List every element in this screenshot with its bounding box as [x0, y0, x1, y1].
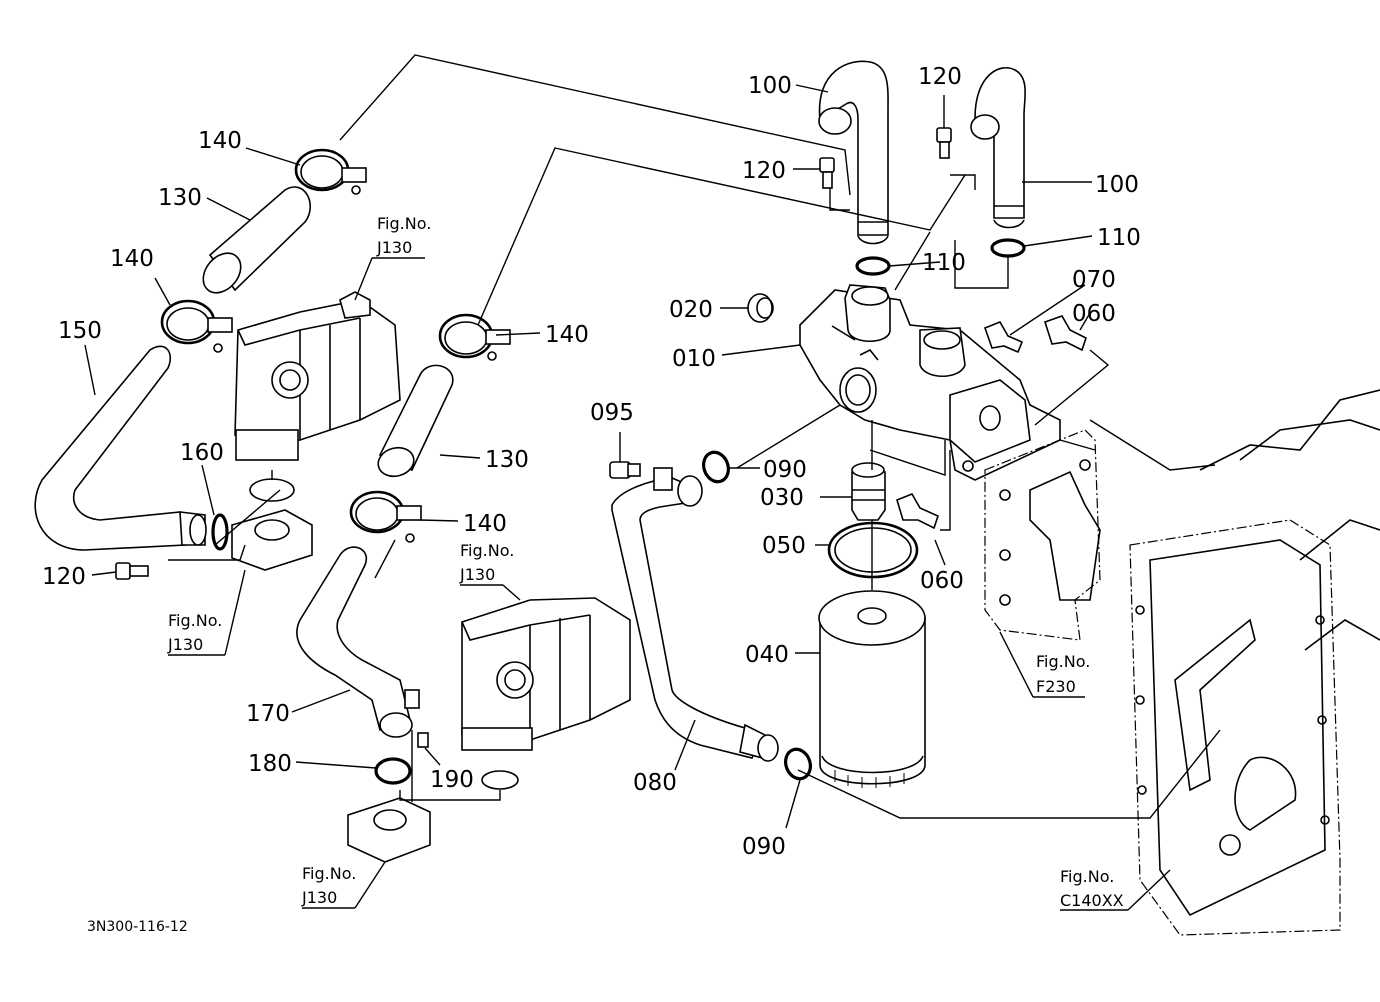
callout-170: 170 [246, 701, 290, 727]
sleeve-020 [747, 293, 774, 323]
callout-180: 180 [248, 751, 292, 777]
gasket-050 [827, 521, 919, 579]
callout-120c: 120 [42, 564, 86, 590]
hydraulic-pump-lower [461, 597, 631, 751]
plug-095 [609, 461, 641, 479]
callout-010: 010 [672, 346, 716, 372]
callout-100b: 100 [1095, 172, 1139, 198]
callout-140c: 140 [545, 322, 589, 348]
callout-120a: 120 [918, 64, 962, 90]
svg-text:Fig.No.: Fig.No. [1036, 652, 1090, 671]
callout-190: 190 [430, 767, 474, 793]
fig-ref-4: Fig.No. J130 [301, 864, 356, 907]
svg-text:Fig.No.: Fig.No. [168, 611, 222, 630]
hydraulic-pump-upper [234, 291, 401, 461]
callout-110a: 110 [922, 250, 966, 276]
nipple-030 [851, 462, 886, 521]
bolt-060-bottom [896, 492, 939, 530]
hose-150 [34, 345, 207, 551]
callout-150: 150 [58, 318, 102, 344]
svg-text:Fig.No.: Fig.No. [302, 864, 356, 883]
callout-100a: 100 [748, 73, 792, 99]
callout-120b: 120 [742, 158, 786, 184]
callout-040: 040 [745, 642, 789, 668]
fig-ref-2: Fig.No. J130 [167, 611, 222, 654]
callout-140b: 140 [110, 246, 154, 272]
o-ring-090-bottom [784, 747, 812, 781]
callout-130a: 130 [158, 185, 202, 211]
bolt-070 [983, 320, 1024, 354]
hose-clamp-140-top [294, 148, 367, 195]
callout-090a: 090 [763, 457, 807, 483]
fig-ref-1: Fig.No. J130 [376, 214, 431, 257]
filter-head-010 [799, 284, 1061, 481]
hose-130-top [202, 186, 311, 294]
o-ring-180 [374, 757, 412, 785]
svg-text:Fig.No.: Fig.No. [460, 541, 514, 560]
plug-190 [417, 732, 429, 748]
o-ring-reference [481, 770, 519, 790]
svg-text:J130: J130 [301, 888, 337, 907]
svg-text:Fig.No.: Fig.No. [1060, 867, 1114, 886]
callout-060b: 060 [920, 568, 964, 594]
fig-ref-6: Fig.No. C140XX [1060, 867, 1124, 910]
flange-upper [231, 509, 313, 571]
callout-090b: 090 [742, 834, 786, 860]
leader-lines [84, 54, 1221, 911]
svg-text:Fig.No.: Fig.No. [377, 214, 431, 233]
callout-080: 080 [633, 770, 677, 796]
transmission-case-c140xx [1129, 389, 1380, 936]
svg-text:J130: J130 [459, 565, 495, 584]
callout-070: 070 [1072, 267, 1116, 293]
svg-text:C140XX: C140XX [1060, 891, 1124, 910]
drawing-code: 3N300-116-12 [87, 919, 188, 935]
callout-095: 095 [590, 400, 634, 426]
callouts: 100 100 120 120 120 110 110 070 060 060 … [42, 64, 1141, 860]
callout-130b: 130 [485, 447, 529, 473]
svg-text:J130: J130 [376, 238, 412, 257]
o-ring-090-top [702, 450, 730, 484]
hose-130-mid [377, 364, 454, 478]
fig-ref-5: Fig.No. F230 [1036, 652, 1090, 696]
callout-060a: 060 [1072, 301, 1116, 327]
hose-clamp-140-mid-left [160, 299, 233, 353]
callout-020: 020 [669, 297, 713, 323]
callout-110b: 110 [1097, 225, 1141, 251]
bolt-120-top-right [936, 127, 952, 159]
callout-140a: 140 [198, 128, 242, 154]
hose-clamp-140-mid-right [438, 313, 511, 361]
callout-030: 030 [760, 485, 804, 511]
callout-160: 160 [180, 440, 224, 466]
bolt-120-top-left [819, 157, 835, 189]
callout-140d: 140 [463, 511, 507, 537]
bolt-060-top [1044, 315, 1087, 352]
fig-ref-3: Fig.No. J130 [459, 541, 514, 584]
pipe-080 [611, 467, 779, 762]
pipe-100-left [818, 60, 889, 245]
bolt-120-left [115, 562, 149, 580]
svg-text:J130: J130 [167, 635, 203, 654]
o-ring-160 [211, 513, 229, 551]
hose-clamp-140-lower [349, 490, 422, 543]
hose-170 [296, 546, 420, 738]
cover-f230 [984, 429, 1101, 641]
oil-filter-040 [818, 590, 926, 788]
svg-text:F230: F230 [1036, 677, 1076, 696]
figure-references: Fig.No. J130 Fig.No. J130 Fig.No. J130 F… [167, 214, 1124, 910]
callout-050: 050 [762, 533, 806, 559]
pipe-100-right [970, 66, 1026, 229]
